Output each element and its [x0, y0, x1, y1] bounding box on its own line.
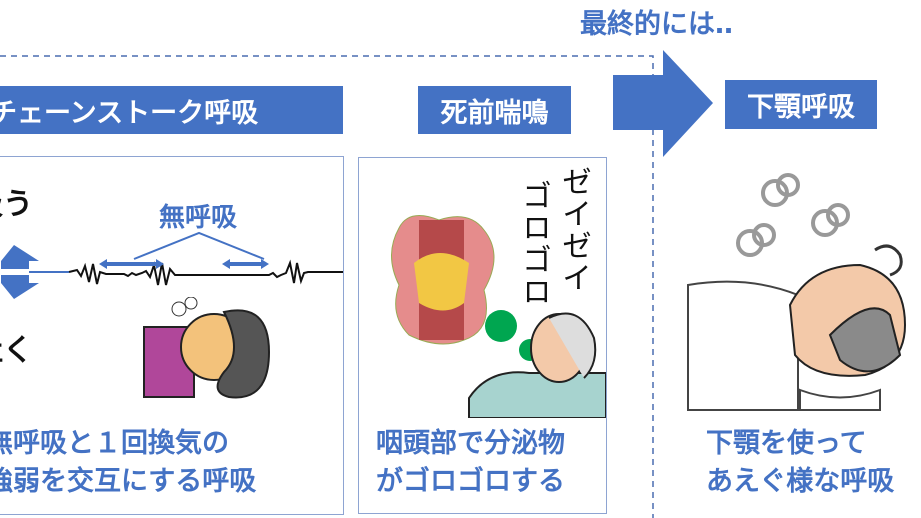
inhale-arrow-icon	[1, 245, 39, 269]
cheyne-stokes-caption-line1: 無呼吸と１回換気の	[0, 428, 229, 459]
cheyne-stokes-header-text: チェーンストーク呼吸	[0, 97, 259, 129]
death-rattle-header: 死前喘鳴	[418, 86, 571, 134]
mandibular-caption-line2: あえぐ様な呼吸	[706, 466, 895, 497]
sound-gorogoro: ゴロゴロ	[516, 180, 551, 308]
breathing-waveform	[1, 231, 343, 299]
top-note: 最終的には‥	[580, 9, 734, 40]
cheyne-stokes-caption-line2: 強弱を交互にする呼吸	[0, 466, 257, 497]
death-rattle-panel: ゼイゼイ ゴロゴロ	[358, 157, 607, 514]
inhale-label: 吸う	[0, 187, 33, 222]
death-rattle-caption-line2: がゴロゴロする	[376, 466, 565, 497]
progression-arrow-icon	[613, 50, 713, 157]
cheyne-stokes-header: チェーンストーク呼吸	[0, 86, 343, 134]
mandibular-header: 下顎呼吸	[725, 80, 877, 129]
sound-zeizei: ゼイゼイ	[556, 166, 591, 294]
cheyne-stokes-panel: 吸う 吐く 無呼吸	[0, 156, 344, 515]
exhale-arrow-icon	[1, 275, 39, 299]
bubble-large	[485, 310, 517, 342]
exhale-label: 吐く	[0, 333, 33, 368]
apnea-label: 無呼吸	[159, 203, 238, 233]
sleeping-woman-illustration	[143, 297, 271, 399]
pharynx-illustration	[391, 215, 606, 418]
death-rattle-caption-line1: 咽頭部で分泌物	[376, 428, 565, 459]
mandibular-breathing-illustration	[687, 173, 907, 411]
mandibular-caption-line1: 下顎を使って	[706, 428, 867, 459]
